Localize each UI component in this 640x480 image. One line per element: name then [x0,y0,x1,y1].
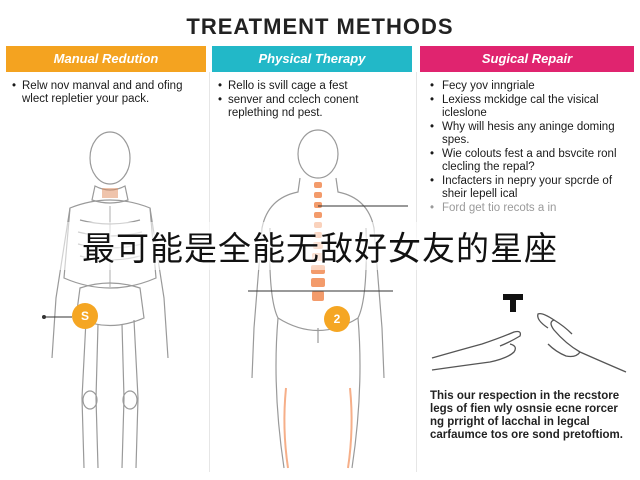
skeleton-figure [51,131,169,469]
column-manual-reduction: Manual Redution Relw nov manval and and … [6,46,206,476]
bullet-item: senver and cclech conent replething nd p… [218,94,412,120]
bullet-item: Lexiess mckidge cal the visical icleslon… [430,94,634,120]
bullet-list: Rello is svill cage a fest senver and cc… [212,80,412,120]
overlay-caption: 最可能是全能无敌好女友的星座 [0,222,640,270]
back-figure [248,129,408,469]
bullet-item: Wie colouts fest a and bsvcite ronl clec… [430,148,634,174]
bullet-list: Relw nov manval and and ofing wlect repl… [6,80,206,106]
surgical-description: This our respection in the recstore legs… [430,390,623,441]
bullet-item: Incfacters in nepry your spcrde of sheir… [430,175,634,201]
badge-manual: S [72,303,98,329]
bullet-item: Ford get tio recots a in [430,202,634,215]
bullet-item: Rello is svill cage a fest [218,80,412,93]
column-physical-therapy: Physical Therapy Rello is svill cage a f… [212,46,412,476]
header-manual-reduction: Manual Redution [6,46,206,72]
column-divider [416,72,417,472]
t-bar-icon [503,294,523,312]
hands-icon [431,312,627,373]
bullet-list: Fecy yov inngriale Lexiess mckidge cal t… [420,80,634,215]
bullet-item: Why will hesis any aninge doming spes. [430,121,634,147]
page-title: TREATMENT METHODS [186,14,454,39]
column-divider [209,72,210,472]
header-surgical-repair: Sugical Repair [420,46,634,72]
pointer-line [42,315,72,319]
badge-physical: 2 [324,306,350,332]
bullet-item: Relw nov manval and and ofing wlect repl… [12,80,206,106]
bullet-item: Fecy yov inngriale [430,80,634,93]
column-surgical-repair: Sugical Repair Fecy yov inngriale Lexies… [420,46,634,476]
header-physical-therapy: Physical Therapy [212,46,412,72]
